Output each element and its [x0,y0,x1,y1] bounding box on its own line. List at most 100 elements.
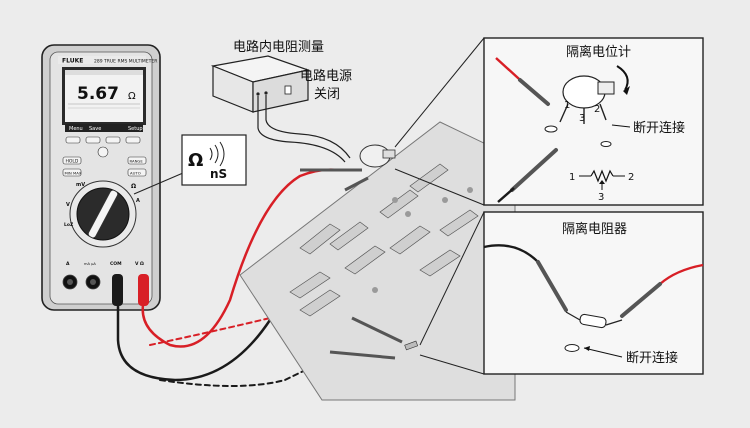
dial-label-mv: mV [76,182,85,188]
res-panel-frame [483,211,704,375]
hold-label: HOLD [66,159,79,165]
res-disconnect-label: 断开连接 [626,350,678,366]
ohm-ns-callout: Ω nS [133,134,247,195]
pot-pin-3-label: 3 [579,113,585,124]
zoom-line-top [394,37,485,148]
hold-button[interactable] [62,156,82,165]
diagram-title: 电路内电阻测量 [233,39,324,55]
pot-disconnected-pad [544,125,558,133]
pot-pin-2-label: 2 [594,104,600,115]
res-black-wire [483,244,539,263]
meter-model: 289 [94,59,103,65]
pcb-ic-2 [329,221,369,251]
range-label: RANGE [130,159,144,164]
schem-pin-1: 1 [569,172,575,183]
softkey-button-3[interactable] [105,136,121,144]
black-probe-upper [344,176,369,192]
arrow-pad[interactable] [97,146,109,158]
pcb-ic-6 [409,163,449,193]
multimeter: FLUKE 289 TRUE RMS MULTIMETER 5.67 Ω Men… [41,44,161,311]
black-probe-lower [329,350,396,360]
res-lead-right [605,319,623,326]
callout-leader [133,169,191,195]
pcb-ic-5 [379,189,419,219]
res-panel-title: 隔离电阻器 [562,221,627,237]
lcd-screen [65,70,143,122]
psu-terminal-1 [256,92,260,96]
pcb-ic-1 [299,223,341,255]
brand-strip [58,56,146,64]
pot-red-probe [518,78,550,106]
lcd-reading: 5.67 [77,84,119,104]
power-supply-box [210,55,351,163]
lcd-status-bar [65,70,143,75]
pcb-ic-9 [419,249,461,277]
jack-a-hole [67,279,73,285]
psu-power-switch[interactable] [284,85,292,95]
pot-disconnect-arrow [611,124,631,128]
softkey-button-4[interactable] [125,136,141,144]
board-pot-shaft [382,149,396,159]
pcb-ic-7 [299,289,341,317]
sound-wave-3 [219,141,225,167]
psu-wire-2 [265,95,351,159]
softkey-setup: Setup [128,126,143,132]
jack-label-a: A [66,261,70,267]
pcb-cap-5 [372,287,378,293]
pcb-cap-1 [392,197,398,203]
softkey-button-2[interactable] [85,136,101,144]
minmax-label: MIN MAX [65,171,82,176]
dial-pointer [87,189,119,239]
rotate-arrow-head [623,86,630,95]
softkey-menu: Menu [69,126,83,132]
dial-label-ohm: Ω [131,183,136,190]
auto-button[interactable] [127,168,147,177]
pcb-ic-8 [289,271,331,299]
pcb-cap-2 [405,211,411,217]
jack-label-com: COM [110,261,122,267]
red-probe-lower [351,316,403,344]
resistor-panel: 隔离电阻器 断开连接 [483,211,704,375]
callout-ohm: Ω [188,150,203,171]
zoom-line-res-bottom [419,354,485,375]
schem-resistor [590,169,614,183]
dial-label-a: A [136,198,140,204]
pcb-ic-3 [344,245,386,275]
minmax-button[interactable] [62,168,82,177]
dial-label-v: V [66,202,70,208]
pot-panel-frame [483,37,704,206]
zoom-line-res-top [419,211,485,346]
pot-black-probe [510,148,558,192]
red-plug [138,274,149,306]
sound-wave-1 [209,147,213,161]
schem-wiper-arrow [599,180,605,184]
res-red-wire [659,263,704,285]
range-button[interactable] [127,156,147,165]
softkey-save: Save [89,126,101,132]
pcb-ic-10 [439,209,479,237]
schem-pin-2: 2 [628,172,634,183]
jack-label-v: V Ω [135,261,144,267]
pot-panel-title: 隔离电位计 [566,44,631,60]
zoom-line-bottom [394,168,485,206]
rotate-arrow [616,65,629,91]
res-black-probe [536,260,568,312]
psu-terminal-2 [264,91,268,95]
potentiometer-panel: 隔离电位计 1 2 3 断开连接 1 2 3 [483,37,704,206]
callout-ns: nS [210,167,227,181]
red-lead-wire [141,168,340,348]
meter-subtitle: TRUE RMS MULTIMETER [103,59,157,65]
res-lead-left [565,311,581,321]
board-resistor [404,340,419,351]
sound-wave-2 [214,144,219,164]
lcd-unit: Ω [128,91,136,102]
meter-brand: FLUKE [62,58,83,65]
pcb-cap-3 [442,197,448,203]
jack-label-ma: mA µA [84,262,96,266]
schem-pin-3: 3 [598,192,604,203]
callout-box [181,134,247,186]
softkey-button-1[interactable] [65,136,81,144]
potentiometer-shaft [597,81,615,95]
jack-ma-hole [90,279,96,285]
